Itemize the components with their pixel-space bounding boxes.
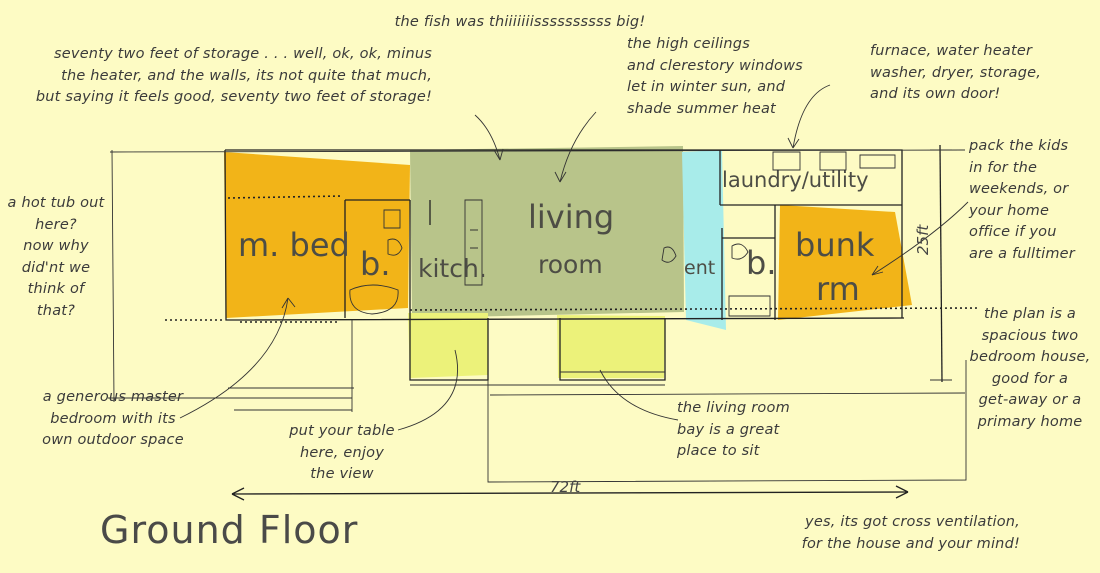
note-bay: the living room bay is a great place to … — [677, 400, 790, 459]
dimension-25ft-ticks — [930, 149, 952, 381]
note-master-bedroom: a generous master bedroom with its own o… — [42, 389, 184, 448]
note-ceilings: the high ceilings and clerestory windows… — [627, 36, 803, 117]
patio-fill-1 — [408, 313, 488, 378]
dimension-extension — [487, 360, 967, 483]
dimension-arrowheads — [231, 485, 909, 501]
dimension-72ft — [231, 491, 909, 495]
note-furnace: furnace, water heater washer, dryer, sto… — [870, 43, 1042, 102]
room-label-entry: ent — [684, 257, 716, 279]
room-label-master-bed: m. bed — [238, 226, 350, 264]
master-bed-fill — [224, 152, 410, 318]
entry-fill — [682, 150, 726, 330]
interior-walls — [344, 150, 902, 320]
note-kids: pack the kids in for the weekends, or yo… — [969, 138, 1075, 262]
room-label-living-1: living — [528, 198, 615, 236]
bay-walls — [409, 318, 666, 381]
deck-left — [228, 320, 354, 412]
note-hot-tub: a hot tub out here? now why did'nt we th… — [7, 195, 105, 319]
room-label-living-2: room — [538, 250, 603, 279]
fixture-sketch — [349, 199, 771, 317]
top-extension-line — [109, 149, 966, 153]
note-table: put your table here, enjoy the view — [289, 423, 395, 482]
bunk-room-fill — [778, 205, 912, 320]
laundry-fixtures — [772, 151, 896, 171]
leader-lines — [179, 84, 969, 431]
dimension-25ft — [939, 144, 943, 383]
note-plan: the plan is a spacious two bedroom house… — [969, 306, 1091, 430]
room-label-bath-2: b. — [746, 244, 777, 282]
window-lines — [165, 195, 981, 323]
patio-fill-2 — [557, 315, 665, 378]
room-label-kitchen: kitch. — [418, 254, 487, 283]
dimension-length-label: 72ft — [550, 478, 581, 496]
room-label-laundry: laundry/utility — [722, 168, 869, 192]
page-title: Ground Floor — [100, 508, 359, 552]
note-fish: the fish was thiiiiiiissssssssss big! — [394, 14, 646, 30]
living-room-fill — [410, 146, 684, 318]
room-label-bunk-2: rm — [816, 270, 860, 308]
leader-arrowheads — [281, 137, 884, 309]
note-ventilation: yes, its got cross ventilation, for the … — [801, 514, 1020, 552]
dimension-depth-label: 25ft — [914, 224, 932, 255]
room-label-bath-1: b. — [360, 245, 391, 283]
room-label-bunk-1: bunk — [795, 226, 875, 264]
deck-lines — [410, 371, 966, 396]
left-extension-line — [108, 149, 240, 403]
note-storage: seventy two feet of storage . . . well, … — [35, 46, 432, 105]
